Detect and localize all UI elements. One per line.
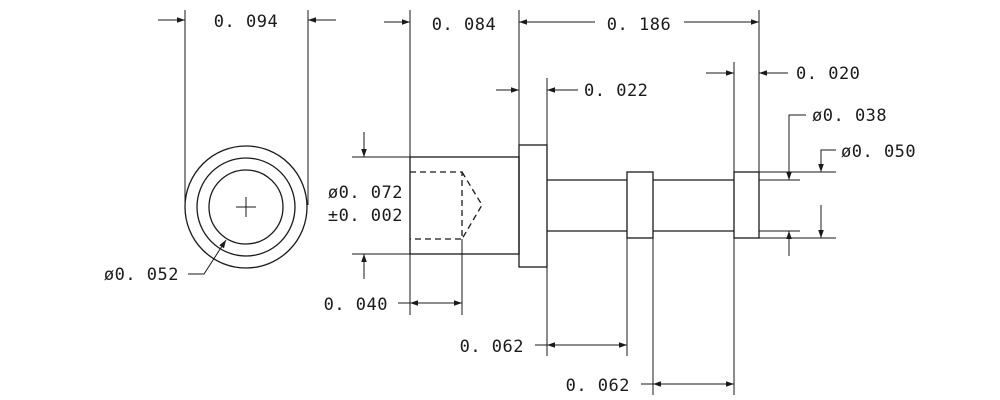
drill-point-hidden (461, 171, 483, 240)
cup-diameter-label: ø0. 072 (328, 183, 403, 203)
end-view-outer-circle (184, 145, 308, 269)
dimensions-side: 0. 084 0. 186 0. 022 0. 020 ø0. 038 ø0. … (324, 10, 916, 396)
flange (518, 144, 548, 268)
tail-diameter-leader (786, 114, 806, 180)
side-view (409, 144, 760, 268)
end-view-middle-circle (196, 157, 296, 257)
end-view-inner-circle (208, 169, 284, 245)
bore-hidden-lines (410, 171, 463, 240)
shaft-diameter-leader (818, 149, 836, 172)
end-view-width-label: 0. 094 (214, 12, 278, 32)
ring1-offset-label: 0. 062 (460, 337, 524, 357)
ring-1 (626, 171, 654, 239)
cup-tolerance-label: ±0. 002 (328, 206, 403, 226)
tail-length-label: 0. 020 (796, 64, 860, 84)
tail-diameter-label: ø0. 038 (812, 106, 887, 126)
flange-thickness-label: 0. 022 (584, 81, 648, 101)
ring2-offset-label: 0. 062 (566, 376, 630, 396)
inner-diameter-leader (188, 239, 227, 275)
ring-2 (733, 171, 760, 239)
overall-length-label: 0. 186 (607, 15, 671, 35)
end-view: 0. 094 ø0. 052 (104, 10, 336, 285)
bore-depth-label: 0. 084 (432, 15, 496, 35)
inner-diameter-label: ø0. 052 (104, 265, 179, 285)
cup-inner-depth-label: 0. 040 (324, 295, 388, 315)
shaft-diameter-label: ø0. 050 (841, 142, 916, 162)
